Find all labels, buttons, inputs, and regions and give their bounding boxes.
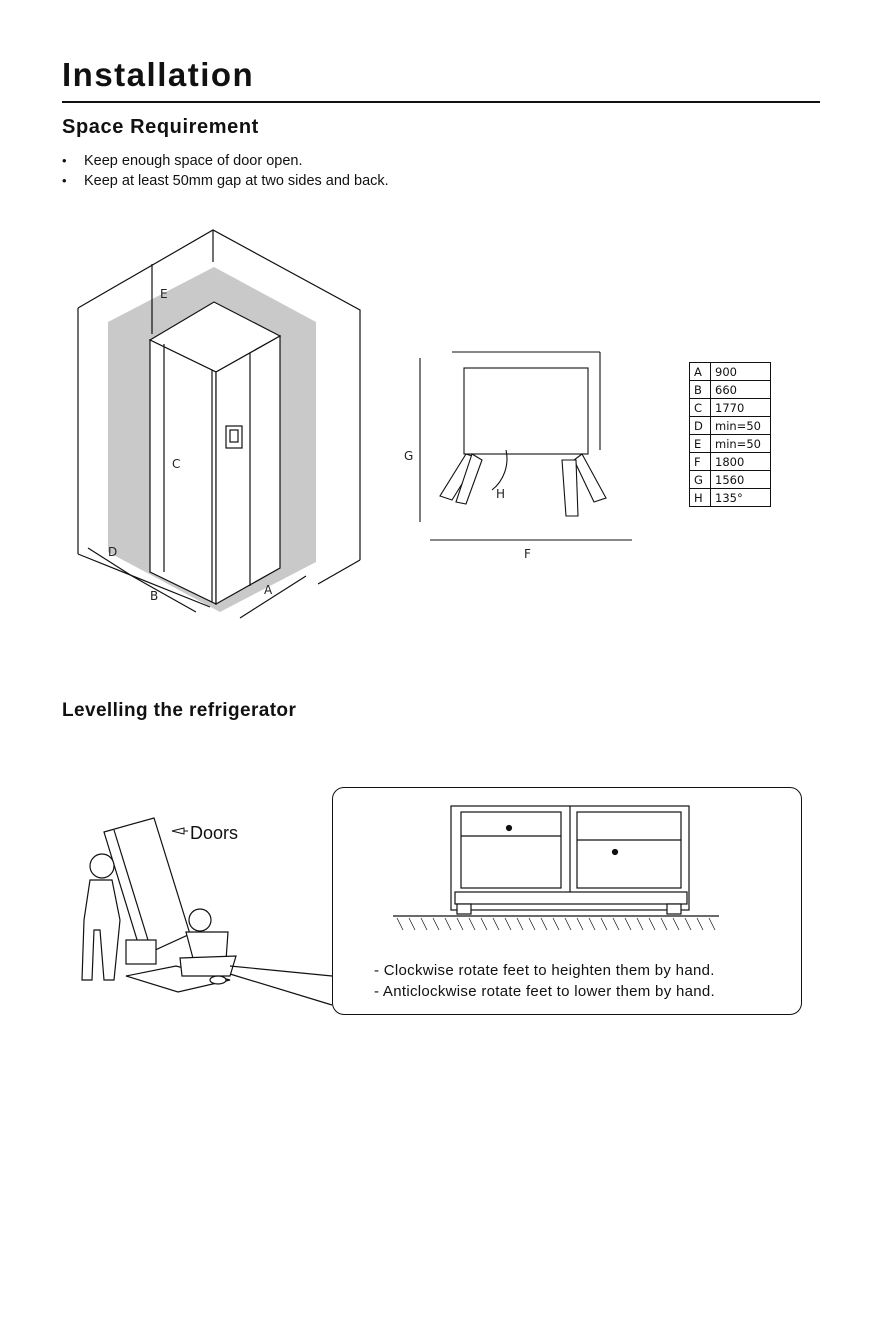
instruction-line: - Clockwise rotate feet to heighten them… [374,962,715,979]
levelling-heading: Levelling the refrigerator [62,700,297,721]
label-a: A [264,583,273,597]
space-requirement-heading: Space Requirement [62,116,259,138]
levelling-illustration: Doors [81,817,333,1006]
instruction-line: - Anticlockwise rotate feet to lower the… [374,983,715,1000]
label-h: H [496,487,505,501]
space-requirement-list: Keep enough space of door open. Keep at … [62,151,389,191]
clearance-isometric-diagram: E C D B A [77,229,361,619]
list-item: Keep at least 50mm gap at two sides and … [62,171,389,191]
title-divider [62,101,820,103]
list-item: Keep enough space of door open. [62,151,389,171]
fridge-feet-closeup [393,805,719,931]
page-title: Installation [62,56,255,93]
label-d: D [108,545,117,559]
label-f: F [524,547,531,561]
label-c: C [172,457,180,471]
label-g: G [404,449,413,463]
door-opening-plan-diagram: G H F [404,351,632,561]
doors-label: Doors [190,823,238,843]
feet-adjust-callout [332,787,802,1015]
levelling-instructions: - Clockwise rotate feet to heighten them… [374,960,715,1002]
label-e: E [160,287,168,301]
label-b: B [150,589,158,603]
